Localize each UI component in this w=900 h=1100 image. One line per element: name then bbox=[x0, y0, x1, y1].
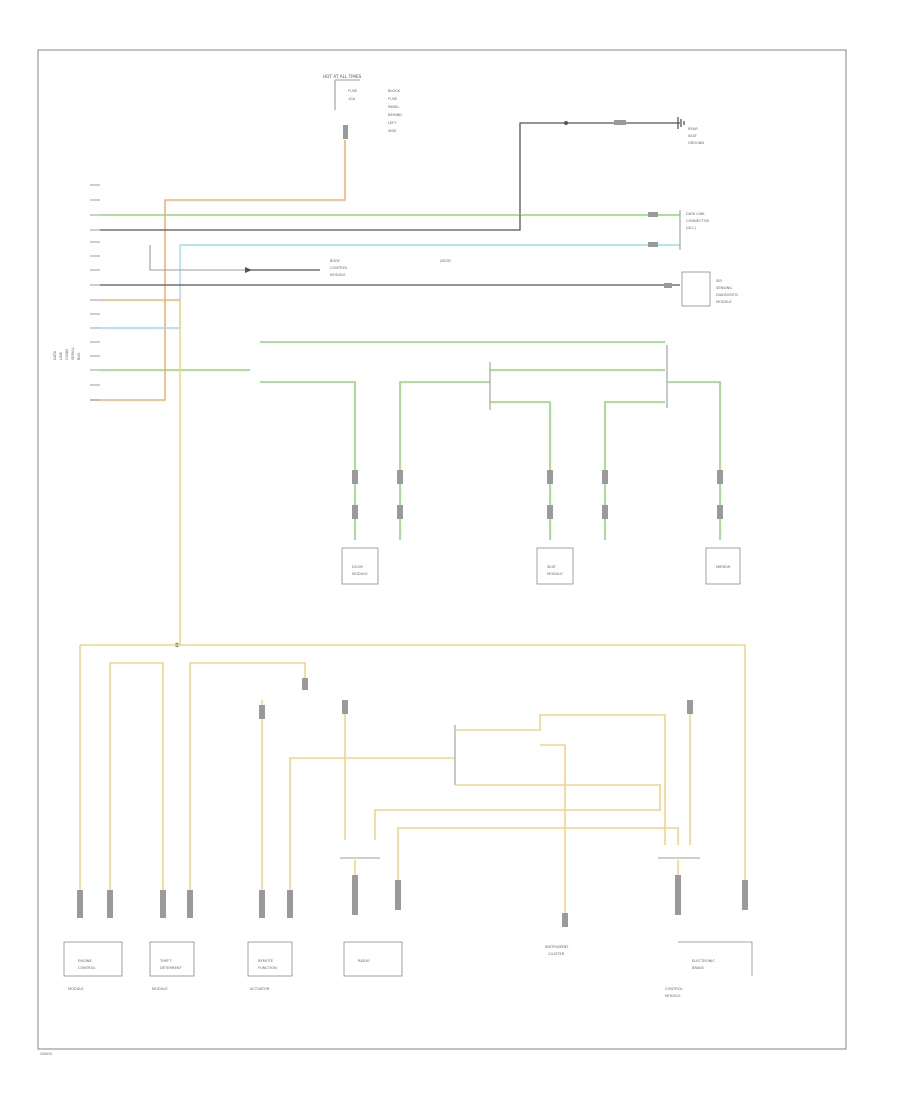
fuse-block-label-2: FUSE bbox=[388, 97, 398, 101]
bottom-box-6-line-1: ELECTRONIC bbox=[692, 959, 715, 963]
left-label-5: BUS bbox=[77, 352, 81, 360]
bottom-box-3-line-3: ACTUATOR bbox=[250, 987, 270, 991]
yellow-drop-3 bbox=[189, 662, 306, 890]
bottom-box-6-line-2: BRAKE bbox=[692, 966, 705, 970]
fuse-block: HOT AT ALL TIMES FUSE 10A BLOCK FUSE PAN… bbox=[323, 74, 402, 139]
fuse-amp-label: 10A bbox=[348, 97, 356, 101]
green-branch-5 bbox=[604, 401, 665, 540]
bottom-box-5-line-2: CLUSTER bbox=[548, 952, 565, 956]
bottom-box-3: REMOTE FUNCTION ACTUATOR bbox=[247, 941, 293, 991]
module-label-1: BODY bbox=[330, 259, 341, 263]
bottom-box-2-line-1: THEFT bbox=[159, 959, 172, 963]
dlc-label-1: DATA LINK bbox=[686, 212, 705, 216]
bottom-box-3-line-2: FUNCTION bbox=[258, 966, 277, 970]
gray-wire-1 bbox=[149, 245, 245, 271]
hot-at-all-times-label: HOT AT ALL TIMES bbox=[323, 74, 362, 79]
green-connectors bbox=[352, 470, 723, 519]
bottom-box-6-line-3: CONTROL bbox=[665, 987, 683, 991]
fuse-block-label-6: SIDE bbox=[388, 129, 397, 133]
mid-box-1-line-2: MODULE bbox=[352, 572, 368, 576]
dlc-label-2: CONNECTOR bbox=[686, 219, 710, 223]
yellow-drop-2 bbox=[109, 662, 164, 890]
middle-labels: BODY CONTROL MODULE (BCM) bbox=[330, 259, 451, 277]
bottom-box-5-line-1: INSTRUMENT bbox=[545, 945, 569, 949]
yellow-loop-3 bbox=[397, 827, 679, 890]
bottom-box-6: ELECTRONIC BRAKE CONTROL MODULE bbox=[665, 941, 753, 998]
module-label-3: MODULE bbox=[330, 273, 346, 277]
fuse-block-label-3: PANEL bbox=[388, 105, 399, 109]
mid-box-1: DOOR MODULE bbox=[341, 547, 379, 585]
bottom-box-2: THEFT DETERRENT MODULE bbox=[149, 941, 195, 991]
yellow-drop-ic bbox=[540, 744, 566, 915]
bottom-box-1-line-2: CONTROL bbox=[78, 966, 96, 970]
sir-module: SIR SENSING DIAGNOSTIC MODULE bbox=[664, 271, 739, 307]
yellow-connectors bbox=[77, 678, 748, 927]
module-label-4: (BCM) bbox=[440, 259, 451, 263]
bottom-box-4: RADIO bbox=[343, 941, 403, 977]
ground-label-3: GROUND bbox=[688, 141, 704, 145]
bottom-box-1-line-1: ENGINE bbox=[78, 959, 92, 963]
ground-label-1: REAR bbox=[688, 127, 698, 131]
bottom-box-6-line-4: MODULE bbox=[665, 994, 681, 998]
sir-label-4: MODULE bbox=[716, 300, 732, 304]
fuse-block-label-5: LEFT bbox=[388, 121, 397, 125]
bottom-box-1: ENGINE CONTROL MODULE bbox=[63, 941, 123, 991]
mid-box-2: SEAT MODULE bbox=[536, 547, 574, 585]
bottom-box-1-line-3: MODULE bbox=[68, 987, 84, 991]
dark-wire-1 bbox=[100, 215, 521, 231]
left-label-3: CONN bbox=[65, 349, 69, 360]
footer-code: G0000 bbox=[40, 1052, 53, 1056]
yellow-drop-6 bbox=[289, 757, 455, 890]
fuse-block-label: BLOCK bbox=[388, 89, 401, 93]
fuse-block-label-4: BEHIND bbox=[388, 113, 402, 117]
bottom-box-4-line-1: RADIO bbox=[358, 959, 370, 963]
sir-label-1: SIR bbox=[716, 279, 722, 283]
yellow-loop-2 bbox=[374, 784, 661, 840]
mid-box-2-line-2: MODULE bbox=[547, 572, 563, 576]
orange-wire bbox=[90, 140, 346, 401]
diagram-frame bbox=[37, 49, 847, 1050]
dlc-label-3: (DLC) bbox=[686, 226, 697, 230]
mid-box-2-line-1: SEAT bbox=[547, 565, 557, 569]
yellow-loop-1 bbox=[455, 714, 666, 845]
module-label-2: CONTROL bbox=[330, 266, 348, 270]
green-branch-6 bbox=[667, 381, 721, 540]
left-label-1: DATA bbox=[53, 350, 57, 360]
ground-top-right: REAR SEAT GROUND bbox=[519, 117, 704, 215]
left-label-4: SERIAL bbox=[71, 347, 75, 360]
cyan-wire bbox=[100, 244, 680, 329]
data-link-connector: DATA LINK CONNECTOR (DLC) bbox=[648, 210, 710, 250]
green-branch-4 bbox=[490, 401, 551, 540]
left-module-pins: DATA LINK CONN SERIAL BUS bbox=[53, 184, 100, 401]
green-branch-1 bbox=[260, 381, 356, 540]
left-label-2: LINK bbox=[59, 351, 63, 360]
bottom-box-2-line-2: DETERRENT bbox=[160, 966, 182, 970]
green-branch-2 bbox=[399, 381, 490, 540]
bottom-box-2-line-3: MODULE bbox=[152, 987, 168, 991]
mid-box-3: MIRROR bbox=[705, 547, 741, 585]
bottom-box-5: INSTRUMENT CLUSTER bbox=[545, 945, 569, 956]
fuse-label: FUSE bbox=[348, 89, 358, 93]
sir-label-3: DIAGNOSTIC bbox=[716, 293, 739, 297]
bottom-box-3-line-1: REMOTE bbox=[258, 959, 274, 963]
mid-box-3-line-1: MIRROR bbox=[716, 565, 731, 569]
sir-label-2: SENSING bbox=[716, 286, 732, 290]
fuse-connector bbox=[343, 125, 348, 139]
ground-label-2: SEAT bbox=[688, 134, 698, 138]
mid-box-1-line-1: DOOR bbox=[352, 565, 363, 569]
